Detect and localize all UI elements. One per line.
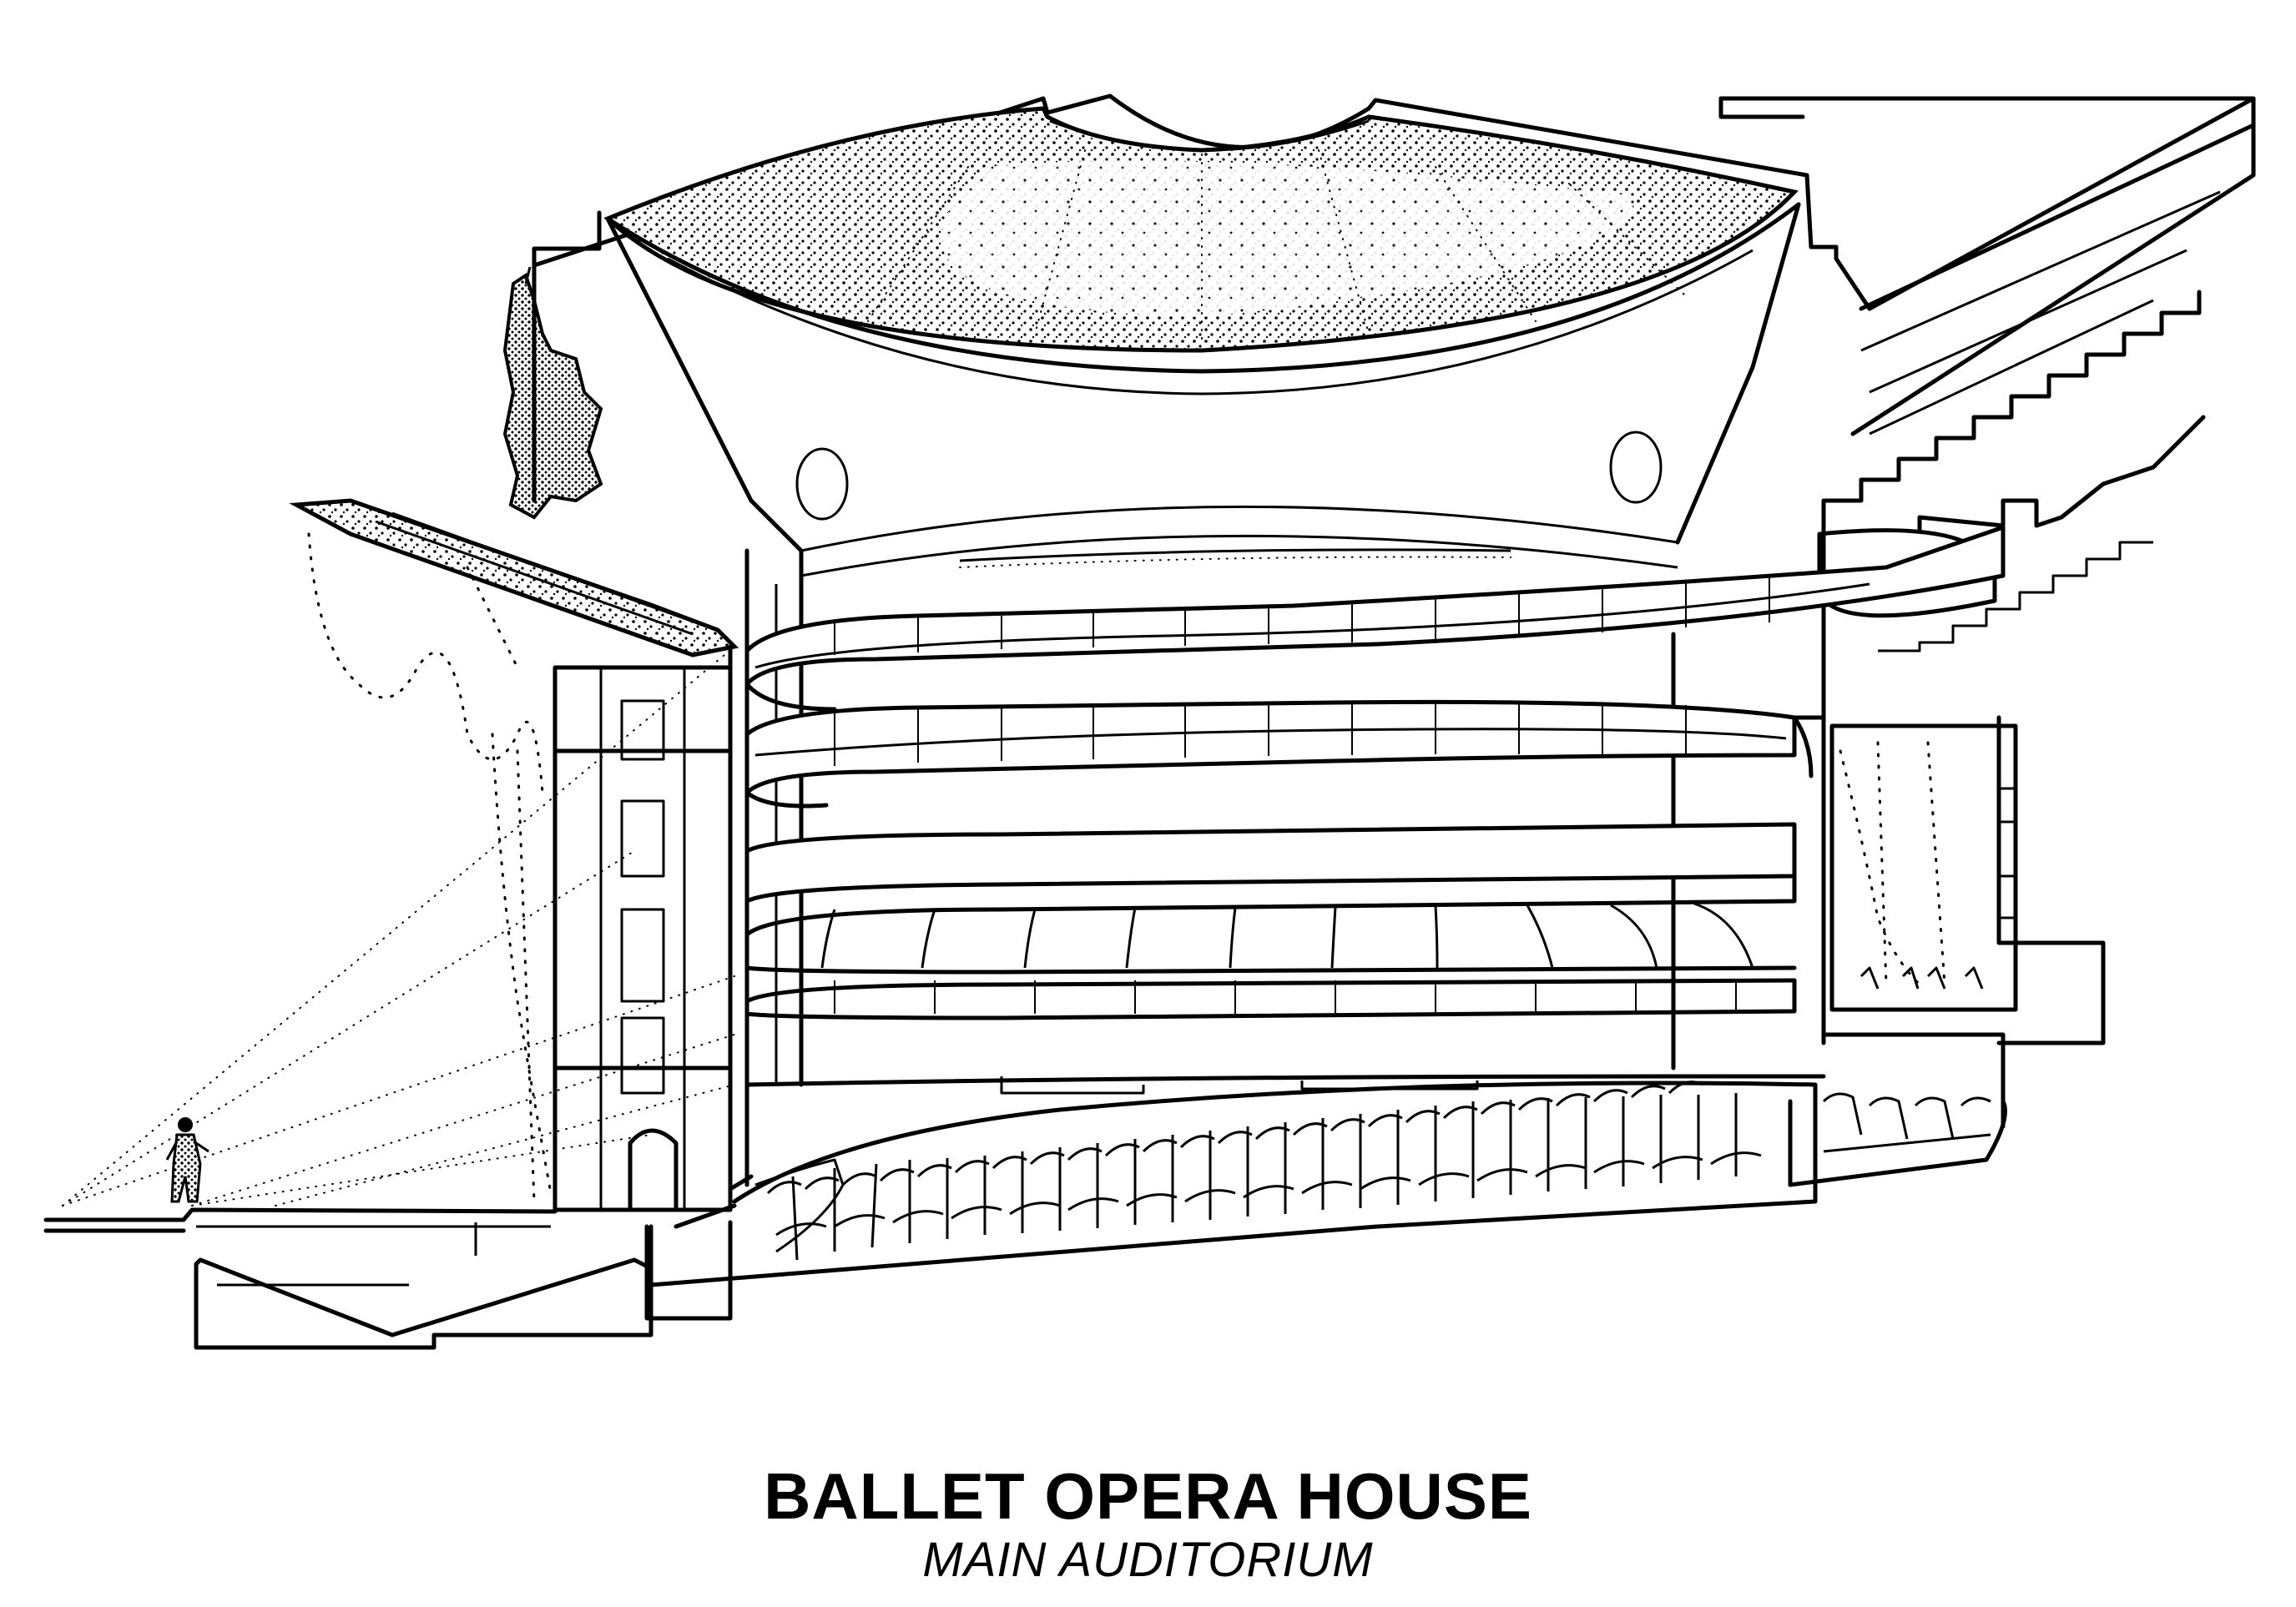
stall-seats: [754, 1081, 1991, 1261]
orchestra-pit: [194, 1203, 737, 1350]
ceiling-dome: [532, 93, 2256, 577]
box-chairs-icon: [1860, 966, 1984, 990]
drawing-title: BALLET OPERA HOUSE: [764, 1459, 1532, 1533]
balcony-tier-3: [744, 822, 1797, 1020]
stalls-level: [648, 1032, 2007, 1287]
stage-floor: [43, 646, 735, 1256]
rooftop-sculpture-icon: [502, 266, 603, 520]
drawing-subtitle: MAIN AUDITORIUM: [922, 1533, 1374, 1587]
balcony-tier-2: [744, 699, 2106, 1045]
proscenium-left: [289, 263, 754, 1212]
dancer-figure-icon: [165, 1117, 209, 1203]
balcony-tier-1: [744, 525, 2006, 712]
